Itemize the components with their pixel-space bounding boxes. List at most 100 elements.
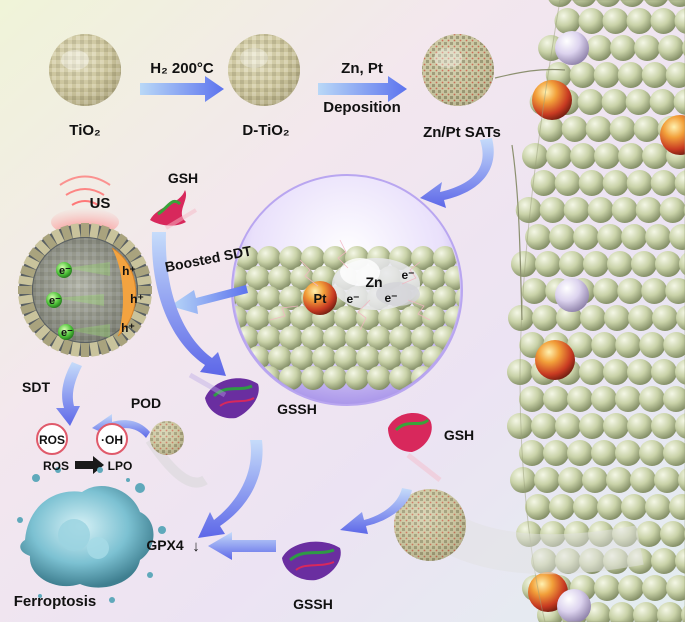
surface-atom: [639, 440, 665, 466]
electron-glows: [46, 262, 110, 340]
surface-atom: [597, 494, 623, 520]
zoom-surface-atom: [400, 346, 424, 370]
arrow-deposition: [318, 76, 407, 102]
surface-atom: [525, 224, 552, 250]
zoom-surface-atom: [312, 346, 336, 370]
surface-atom: [587, 197, 614, 223]
nanoparticle-spike: [134, 302, 150, 315]
surface-atom: [660, 521, 685, 547]
nanoparticle-catalyst: [18, 223, 152, 357]
surface-atom: [602, 170, 629, 196]
surface-atom: [567, 386, 593, 412]
zoom-surface-atom: [356, 306, 380, 330]
surface-atom: [678, 253, 685, 275]
surface-atom: [549, 224, 576, 250]
label-us: US: [90, 195, 111, 212]
surface-atom: [570, 143, 597, 169]
surface-atom: [634, 35, 661, 61]
label-ros-conv: ROS: [43, 459, 69, 473]
surface-atom: [582, 467, 608, 493]
surface-atom: [674, 170, 685, 196]
nanoparticle-spike: [112, 330, 128, 347]
zoom-surface-atom: [290, 346, 314, 370]
tio2-sphere: [49, 34, 121, 106]
zoom-electron-2: e⁻: [401, 268, 414, 282]
surface-atom: [673, 89, 685, 115]
nanoparticle-spike: [60, 339, 73, 355]
surface-atom: [539, 197, 566, 223]
surface-atom: [651, 413, 677, 439]
surface-atom: [627, 359, 653, 385]
surface-atom: [651, 548, 677, 574]
zoom-surface-atom: [323, 326, 347, 350]
label-lpo: LPO: [108, 459, 133, 473]
surface-atom: [515, 197, 542, 223]
label-ros: ROS: [39, 433, 65, 447]
surface-atom: [609, 602, 635, 622]
surface-atom: [654, 467, 680, 493]
arrow-ros-to-lpo: [75, 456, 104, 474]
nanoparticle-spike: [60, 225, 73, 241]
gssh-protein-bottom: [282, 541, 341, 581]
zoom-surface-atom: [444, 266, 460, 290]
surface-atom: [569, 62, 596, 88]
surface-atom: [630, 251, 657, 277]
label-oh: ·OH: [101, 433, 123, 447]
arrow-gsh-right-to-gssh: [340, 488, 412, 534]
surface-atom: [601, 89, 628, 115]
surface-atom: [530, 170, 557, 196]
zoom-surface-atom: [290, 306, 314, 330]
nanoparticle-spike: [81, 343, 89, 357]
gsh-protein-right: [388, 413, 442, 482]
surface-atom: [563, 197, 590, 223]
label-ferroptosis: Ferroptosis: [14, 593, 97, 610]
zn-single-atom: [555, 278, 589, 312]
electron-label-2: e⁻: [49, 295, 61, 307]
surface-atom: [618, 575, 644, 601]
surface-atom: [641, 62, 668, 88]
surface-atom: [603, 413, 629, 439]
cell-debris: [97, 467, 103, 473]
surface-atom: [510, 467, 536, 493]
surface-atom: [572, 0, 596, 7]
surface-atom: [682, 39, 685, 57]
surface-atom: [651, 359, 677, 385]
cell-debris: [55, 467, 61, 473]
nanoparticle-spike: [20, 265, 36, 278]
label-gssh-bottom: GSSH: [293, 596, 333, 612]
nanoparticle-spike: [119, 239, 136, 256]
surface-atom: [663, 332, 685, 358]
pt-single-atom: [535, 340, 575, 380]
surface-atom: [663, 440, 685, 466]
zoom-surface-atom: [268, 346, 292, 370]
arrow-sdt: [56, 362, 82, 426]
surface-atom: [602, 8, 629, 34]
nanoparticle-spike: [125, 317, 142, 333]
surface-atom: [567, 332, 594, 358]
surface-atom: [642, 575, 668, 601]
surface-atom: [633, 602, 659, 622]
surface-atom: [596, 0, 620, 7]
surface-atom: [531, 413, 557, 439]
nanoparticle-spike: [136, 294, 152, 305]
surface-atom: [548, 0, 572, 7]
nanoparticle-spike: [105, 228, 119, 245]
surface-atom: [603, 359, 629, 385]
surface-atom: [620, 0, 644, 7]
surface-atom: [676, 305, 685, 331]
surface-atom: [641, 278, 668, 304]
nanoparticle-spike: [42, 233, 58, 250]
zoom-surface-atom: [301, 326, 325, 350]
surface-atom: [639, 386, 665, 412]
surface-atom: [549, 494, 575, 520]
surface-atom: [617, 62, 644, 88]
label-pod: POD: [131, 395, 161, 411]
surface-atom: [579, 359, 605, 385]
surface-atom: [593, 62, 620, 88]
surface-atom: [675, 359, 685, 385]
surface-atom: [510, 251, 537, 277]
zoom-surface-atom: [433, 246, 457, 270]
nanoparticle-spike: [42, 330, 58, 347]
surface-atom: [591, 440, 617, 466]
surface-atom: [561, 116, 588, 142]
